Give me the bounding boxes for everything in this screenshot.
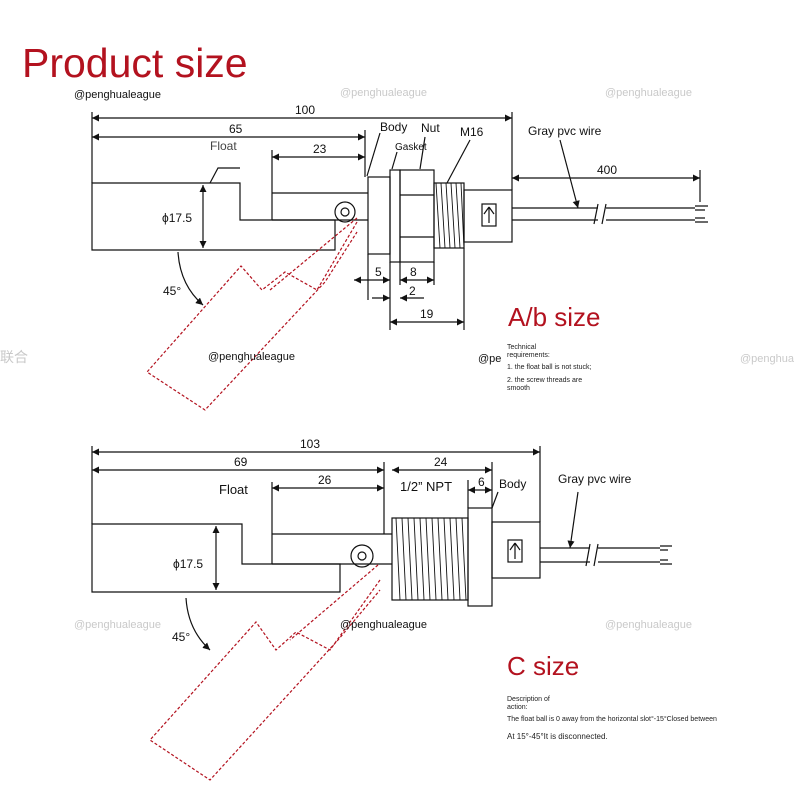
c-angle-arc (185, 597, 211, 651)
c-label-wire: Gray pvc wire (558, 472, 632, 486)
ab-swing-float (146, 221, 358, 411)
ab-nut (399, 169, 435, 263)
ab-label-wire: Gray pvc wire (528, 124, 602, 138)
c-swing-float (149, 579, 381, 781)
ab-dim-65: 65 (229, 122, 243, 136)
page-title: Product size (22, 40, 248, 86)
ab-wire (512, 207, 695, 221)
c-body (467, 507, 493, 607)
ab-dim-400: 400 (597, 163, 617, 177)
c-diagram (91, 446, 672, 781)
c-label-float: Float (219, 482, 248, 497)
c-dim-69: 69 (234, 455, 248, 469)
svg-text:requirements:: requirements: (507, 352, 550, 359)
watermark: @pe (478, 353, 501, 365)
ab-note: Technical requirements: 1. the float bal… (507, 344, 591, 392)
watermark: @penghualeague (605, 619, 692, 631)
ab-label-angle: 45° (163, 284, 181, 298)
c-dim-26: 26 (318, 473, 332, 487)
ab-label-gasket: Gasket (395, 142, 427, 153)
svg-text:At 15°-45°It is disconnected.: At 15°-45°It is disconnected. (507, 732, 608, 741)
svg-text:1. the float ball is not stuck: 1. the float ball is not stuck; (507, 364, 591, 371)
ab-dim-5: 5 (375, 265, 382, 279)
svg-text:action:: action: (507, 704, 528, 711)
watermark: @penghualeague (340, 619, 427, 631)
c-dim-103: 103 (300, 437, 320, 451)
watermark: @penghualeague (208, 351, 295, 363)
watermark: @penghualeague (340, 87, 427, 99)
svg-text:The float ball is 0 away from: The float ball is 0 away from the horizo… (507, 715, 717, 723)
c-housing (491, 521, 541, 579)
c-label-angle: 45° (172, 630, 190, 644)
watermark: @penghualeague (74, 619, 161, 631)
c-dim-24: 24 (434, 455, 448, 469)
ab-pivot (334, 201, 356, 223)
ab-angle-arc (177, 251, 204, 306)
c-label-diameter: ϕ17.5 (173, 557, 203, 571)
c-heading: C size (507, 651, 579, 681)
c-wire (540, 547, 660, 563)
ab-label-float: Float (210, 139, 237, 153)
watermark: @penghua (740, 353, 795, 365)
watermark: @penghualeague (74, 89, 161, 101)
ab-label-nut: Nut (421, 121, 440, 135)
c-pivot (350, 544, 374, 568)
ab-dim-23: 23 (313, 142, 327, 156)
svg-text:Description of: Description of (507, 696, 550, 703)
ab-heading: A/b size (508, 302, 601, 332)
c-dim-6: 6 (478, 475, 485, 489)
ab-housing (463, 189, 513, 243)
ab-dim-2: 2 (409, 284, 416, 298)
ab-body (367, 176, 391, 255)
ab-gasket (389, 169, 401, 263)
c-label-body: Body (499, 477, 526, 491)
ab-dim-19: 19 (420, 307, 434, 321)
ab-dim-100: 100 (295, 103, 315, 117)
ab-label-body: Body (380, 120, 407, 134)
ab-stem (272, 192, 368, 221)
watermark: @penghualeague (605, 87, 692, 99)
ab-label-diameter: ϕ17.5 (162, 211, 192, 225)
svg-text:Technical: Technical (507, 344, 537, 351)
c-note: Description of action: The float ball is… (507, 696, 717, 741)
c-label-npt: 1/2” NPT (400, 479, 452, 494)
watermark: 联合 (0, 349, 28, 365)
ab-dim-8: 8 (410, 265, 417, 279)
svg-text:smooth: smooth (507, 385, 530, 392)
svg-text:2. the screw threads are: 2. the screw threads are (507, 377, 582, 384)
ab-diagram (91, 112, 708, 411)
ab-label-m16: M16 (460, 125, 484, 139)
